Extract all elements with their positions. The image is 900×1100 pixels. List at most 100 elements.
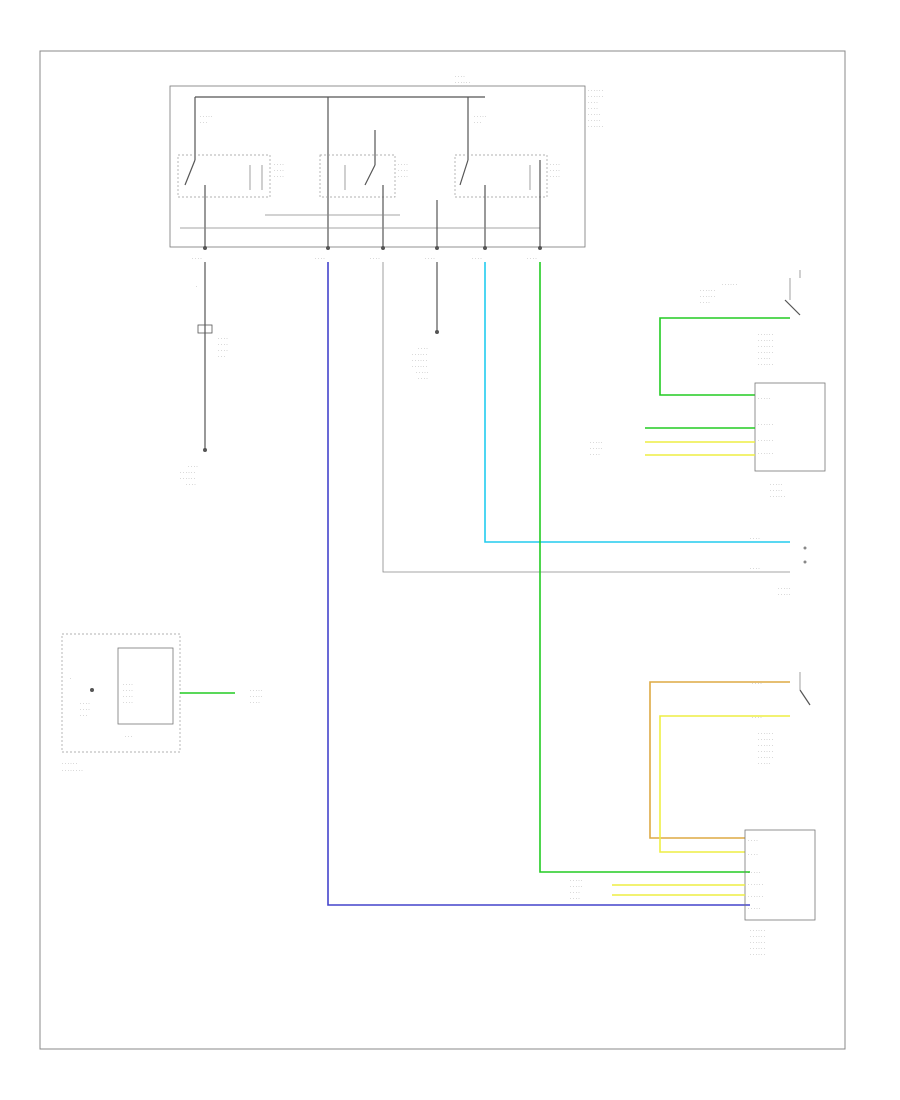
right-sensor: · · · · · · · · · · · · · · · · · · (750, 536, 807, 597)
svg-text:· · · · · ·: · · · · · · (758, 350, 773, 355)
svg-text:· · · · ·: · · · · · (416, 370, 429, 375)
svg-text:· · ·: · · · (80, 713, 87, 718)
svg-text:· · · ·: · · · · (588, 106, 598, 111)
svg-text:· · · · · ·: · · · · · · (758, 332, 773, 337)
svg-text:· · · ·: · · · · (188, 464, 198, 469)
svg-text:· · · ·: · · · · (750, 536, 760, 541)
svg-text:· · ·: · · · (474, 120, 481, 125)
svg-text:· · · ·: · · · · (274, 168, 284, 173)
svg-text:· · · · · ·: · · · · · · (455, 80, 470, 85)
svg-text:·: · (70, 676, 72, 681)
svg-text:· · · ·: · · · · (570, 896, 580, 901)
svg-text:· · · ·: · · · · (398, 168, 408, 173)
svg-text:· · · ·: · · · · (550, 174, 560, 179)
ground-circuit: · · · · · · · · · · · · · · · · · · · · … (180, 262, 228, 487)
svg-text:· · · ·: · · · · (752, 715, 762, 720)
svg-text:· · · · · ·: · · · · · · (758, 451, 773, 456)
svg-text:· · · · ·: · · · · · (758, 396, 771, 401)
svg-text:· · · · · ·: · · · · · · (700, 294, 715, 299)
svg-text:· · · · ·: · · · · · (474, 114, 487, 119)
svg-text:· · · ·: · · · · (192, 256, 202, 261)
relay-1: · · · · · · · · · · · · · · · · · · · · (177, 114, 284, 248)
svg-text:· · · · ·: · · · · · (748, 906, 761, 911)
svg-text:· · · · · ·: · · · · · · (412, 364, 427, 369)
svg-text:· · · · ·: · · · · · (200, 114, 213, 119)
svg-text:· · ·: · · · (218, 354, 225, 359)
svg-text:· · · · ·: · · · · · (758, 356, 771, 361)
svg-text:· · · ·: · · · · (752, 681, 762, 686)
svg-text:· · · · · ·: · · · · · · (758, 344, 773, 349)
svg-text:· · · ·: · · · · (425, 256, 435, 261)
diagram-frame (39, 50, 846, 1050)
svg-text:· · · · ·: · · · · · (570, 878, 583, 883)
svg-text:· · · · · ·: · · · · · · (62, 761, 77, 766)
svg-text:· · · · · ·: · · · · · · (412, 358, 427, 363)
svg-text:· · · · · ·: · · · · · · (758, 755, 773, 760)
svg-text:· · · · ·: · · · · · (758, 761, 771, 766)
svg-text:· · · ·: · · · · (80, 707, 90, 712)
svg-text:· · · · · ·: · · · · · · (750, 946, 765, 951)
svg-text:· · · · ·: · · · · · (588, 112, 601, 117)
svg-text:· · · · · ·: · · · · · · (750, 928, 765, 933)
svg-text:· · · · · ·: · · · · · · (758, 731, 773, 736)
svg-text:· · · · · ·: · · · · · · (748, 882, 763, 887)
svg-text:· · · ·: · · · · (398, 174, 408, 179)
relay-block: · · · · · · · · · · · · · · · · · · · · … (169, 74, 603, 248)
svg-text:·: · (196, 284, 198, 289)
svg-text:· · · ·: · · · · (700, 300, 710, 305)
svg-text:· · · · · ·: · · · · · · (758, 749, 773, 754)
svg-text:· · · · · ·: · · · · · · (758, 422, 773, 427)
svg-text:· · · · · ·: · · · · · · (758, 737, 773, 742)
svg-text:· · · ·: · · · · (590, 452, 600, 457)
svg-text:· · · · ·: · · · · · (570, 884, 583, 889)
svg-text:· · · · · ·: · · · · · · (180, 470, 195, 475)
svg-text:· · · · ·: · · · · · (770, 482, 783, 487)
svg-text:· · · · ·: · · · · · (590, 440, 603, 445)
svg-text:· · · · · ·: · · · · · · (750, 940, 765, 945)
wire-green (539, 262, 750, 873)
svg-text:· · · ·: · · · · (250, 700, 260, 705)
svg-text:· · · ·: · · · · (748, 852, 758, 857)
svg-text:· · · ·: · · · · (80, 701, 90, 706)
svg-text:· · · ·: · · · · (570, 890, 580, 895)
svg-text:· · · ·: · · · · (218, 342, 228, 347)
svg-text:· · · ·: · · · · (370, 256, 380, 261)
svg-text:· · · ·: · · · · (274, 162, 284, 167)
center-ground: · · · · · · · · · · · · · · · · · · · · … (412, 262, 439, 381)
svg-text:· · · · · ·: · · · · · · (180, 476, 195, 481)
svg-text:· · · · ·: · · · · · (778, 592, 791, 597)
svg-text:· · · · · ·: · · · · · · (700, 288, 715, 293)
wire-blue (327, 262, 750, 906)
svg-text:· · · ·: · · · · (418, 346, 428, 351)
svg-text:· · ·: · · · (125, 734, 132, 739)
svg-text:· · · · ·: · · · · · (778, 586, 791, 591)
svg-text:· · · ·: · · · · (472, 256, 482, 261)
svg-text:· · · ·: · · · · (218, 336, 228, 341)
lower-right-switch: · · · · · · · · · · · · · · · · · · · · … (649, 672, 811, 853)
svg-text:· · · ·: · · · · (123, 700, 133, 705)
svg-text:· · · · · ·: · · · · · · (770, 494, 785, 499)
svg-text:· · · · · ·: · · · · · · (588, 88, 603, 93)
upper-right-switch: · · · · · · · · · · · · · · · · · · · · … (659, 270, 801, 396)
svg-text:· · · ·: · · · · (123, 688, 133, 693)
control-module-upper: · · · · · · · · · · · · · · · · · · · · … (590, 382, 826, 499)
svg-text:· · · · ·: · · · · · (590, 446, 603, 451)
svg-text:· · · · ·: · · · · · (250, 688, 263, 693)
svg-text:· · ·: · · · (200, 120, 207, 125)
svg-text:· · · · · · · ·: · · · · · · · · (62, 768, 83, 773)
svg-text:· · · ·: · · · · (588, 100, 598, 105)
svg-text:· · · · · ·: · · · · · · (412, 352, 427, 357)
svg-text:· · · ·: · · · · (186, 482, 196, 487)
svg-text:· · · ·: · · · · (123, 682, 133, 687)
svg-text:· · · · ·: · · · · · (770, 488, 783, 493)
svg-text:· · · ·: · · · · (315, 256, 325, 261)
wire-gray (382, 262, 790, 573)
wire-cyan (484, 262, 790, 543)
svg-text:· · · ·: · · · · (418, 376, 428, 381)
left-module: · · · · · · · · · · · · · · · · · · · · … (61, 633, 263, 773)
svg-text:· · · ·: · · · · (123, 694, 133, 699)
svg-text:· · · ·: · · · · (748, 838, 758, 843)
svg-text:· · · ·: · · · · (455, 74, 465, 79)
svg-text:· · · · ·: · · · · · (748, 870, 761, 875)
